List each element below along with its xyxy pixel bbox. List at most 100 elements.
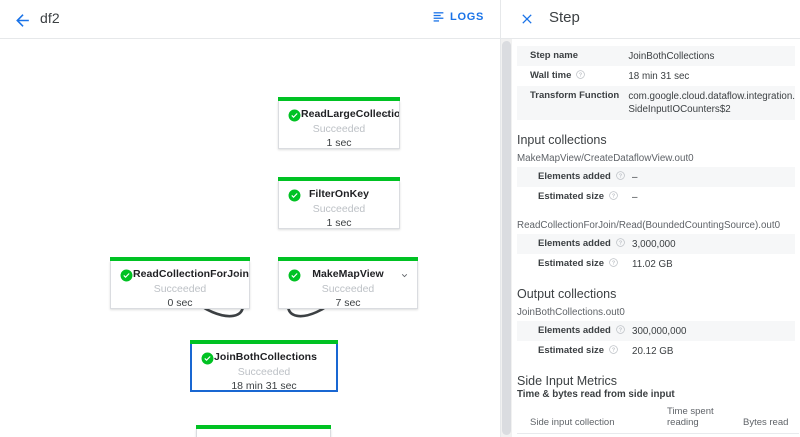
summary-row-key: Transform Function [530,90,620,101]
summary-row: Transform Function com.google.cloud.dataf… [517,86,795,120]
metric-key: Estimated size? [517,254,632,274]
summary-row-value: JoinBothCollections [628,51,715,62]
graph-canvas[interactable]: ReadLargeCollectionFr... Succeeded 1 secFi… [0,39,500,437]
help-icon[interactable]: ? [576,70,586,79]
panel-scrollbar[interactable] [501,39,512,437]
panel-scrollbar-thumb[interactable] [502,41,511,435]
success-check-icon [288,109,301,122]
summary-row-value: 18 min 31 sec [628,71,690,82]
metric-key: Estimated size? [517,187,632,207]
job-graph-pane: df2 LOGS [0,0,500,437]
help-icon[interactable]: ? [609,191,618,200]
node-expand-chevron[interactable] [399,268,410,279]
logs-label: LOGS [450,10,484,23]
side-input-column-header: Side input collection [517,400,667,434]
side-input-time-spent: 10 min 3 sec [667,433,743,437]
help-icon[interactable]: ? [609,345,618,354]
collection-name: JoinBothCollections.out0 [517,307,625,318]
top-app-bar: df2 LOGS [0,0,500,39]
chevron-down-icon[interactable] [231,270,242,281]
collection-metric-row: Elements added?3,000,000 [517,234,795,254]
side-input-metrics-subtitle: Time & bytes read from side input [517,389,675,400]
node-title: ReadLargeCollectionFr... [301,108,399,120]
collection-metrics-table: Elements added?–Estimated size?– [517,167,795,207]
summary-row-value: com.google.cloud.dataflow.integration.Si… [628,91,795,115]
chevron-down-icon[interactable] [381,110,392,121]
node-title: ReadCollectionForJoin [133,268,249,280]
node-time: 7 sec [335,297,361,309]
node-success-icon [201,352,214,365]
node-status-bar [278,177,400,181]
metric-key: Elements added? [517,321,632,341]
node-status: Succeeded [312,123,366,135]
chevron-down-icon[interactable] [399,270,410,281]
arrow-left-icon [15,13,29,27]
node-status-bar [110,257,250,261]
side-input-row: MakeMapView/CreateDataflowView.out010 mi… [517,433,799,437]
node-title: JoinBothCollections [214,351,318,363]
metric-value: 300,000,000 [632,326,687,337]
node-expand-chevron[interactable] [231,268,242,279]
summary-row-key: Wall time? [517,66,628,86]
collection-metric-row: Elements added?300,000,000 [517,321,795,341]
node-expand-chevron[interactable] [381,108,392,119]
node-status-bar [190,340,338,344]
collection-name: MakeMapView/CreateDataflowView.out0 [517,153,694,164]
panel-header: Step [501,0,800,39]
metric-value: – [632,192,638,203]
logs-button[interactable]: LOGS [432,10,484,23]
success-check-icon [120,269,133,282]
help-icon[interactable]: ? [616,171,625,180]
side-input-column-header: Time spent reading [667,400,743,434]
help-icon[interactable]: ? [616,238,625,247]
success-check-icon [288,269,301,282]
metric-key: Estimated size? [517,341,632,361]
help-icon[interactable]: ? [616,325,625,334]
node-status: Succeeded [321,283,375,295]
summary-row: Wall time?18 min 31 sec [517,66,795,86]
back-button[interactable] [10,8,34,32]
svg-text:?: ? [612,261,615,267]
close-button[interactable] [519,11,535,27]
collection-metric-row: Estimated size?– [517,187,795,207]
metric-value: 3,000,000 [632,239,676,250]
collection-name: ReadCollectionForJoin/Read(BoundedCounti… [517,220,781,231]
side-input-collection: MakeMapView/CreateDataflowView.out0 [517,433,667,437]
collection-metric-row: Estimated size?20.12 GB [517,341,795,361]
node-success-icon [288,269,301,282]
node-status-bar [278,97,400,101]
job-title: df2 [40,10,60,26]
metric-value: 11.02 GB [632,259,673,270]
metric-key: Elements added? [517,167,632,187]
svg-text:?: ? [579,73,582,79]
success-check-icon [288,189,301,202]
svg-text:?: ? [612,348,615,354]
svg-text:?: ? [612,194,615,200]
node-title: MakeMapView [312,268,384,280]
metric-value: – [632,172,638,183]
side-input-column-header: Bytes read [743,400,799,434]
node-time: 0 sec [167,297,193,309]
node-status-bar [278,257,418,261]
success-check-icon [201,352,214,365]
logs-icon [433,12,444,22]
side-input-bytes-read: 10.14 GB [743,433,799,437]
help-icon[interactable]: ? [609,258,618,267]
node-time: 1 sec [326,217,352,229]
node-status-bar [196,425,331,429]
svg-text:?: ? [619,328,622,334]
node-status: Succeeded [237,366,291,378]
